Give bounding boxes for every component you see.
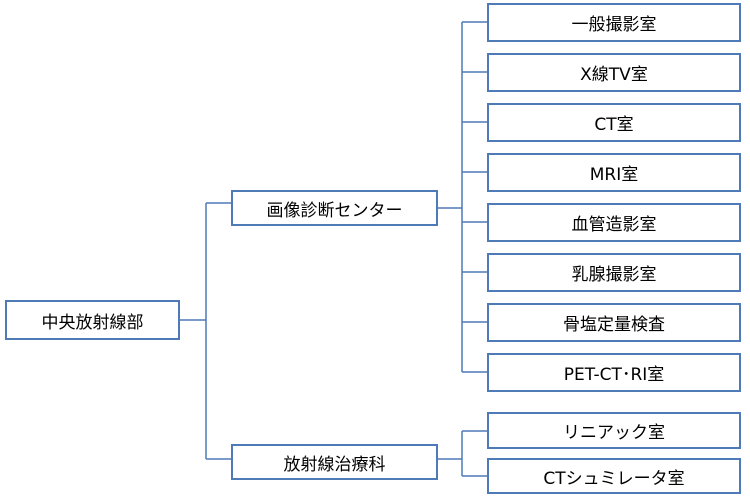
room-box: CT室 <box>487 103 741 142</box>
dept-radiotherapy-box: 放射線治療科 <box>231 444 438 480</box>
room-box: 骨塩定量検査 <box>487 303 741 342</box>
dept-imaging-center-box: 画像診断センター <box>231 190 438 226</box>
room-box: CTシュミレータ室 <box>487 458 741 494</box>
room-label: 血管造影室 <box>571 215 657 235</box>
room-box: 一般撮影室 <box>487 3 741 42</box>
room-box: 血管造影室 <box>487 203 741 242</box>
room-label: 乳腺撮影室 <box>571 265 657 285</box>
room-label: 一般撮影室 <box>571 15 657 35</box>
root-department-label: 中央放射線部 <box>41 312 144 333</box>
room-box: PET-CT･RI室 <box>487 353 741 392</box>
room-label: 骨塩定量検査 <box>563 315 665 335</box>
room-label: リニアック室 <box>563 423 665 443</box>
room-label: PET-CT･RI室 <box>563 365 665 385</box>
room-box: MRI室 <box>487 153 741 192</box>
room-label: MRI室 <box>589 165 639 185</box>
room-box: 乳腺撮影室 <box>487 253 741 292</box>
dept-radiotherapy-label: 放射線治療科 <box>283 454 386 475</box>
room-label: X線TV室 <box>580 65 648 85</box>
room-box: リニアック室 <box>487 412 741 449</box>
room-label: CTシュミレータ室 <box>543 468 685 489</box>
dept-imaging-center-label: 画像診断センター <box>266 200 403 221</box>
root-department-box: 中央放射線部 <box>5 300 180 340</box>
room-label: CT室 <box>594 115 634 135</box>
room-box: X線TV室 <box>487 53 741 92</box>
